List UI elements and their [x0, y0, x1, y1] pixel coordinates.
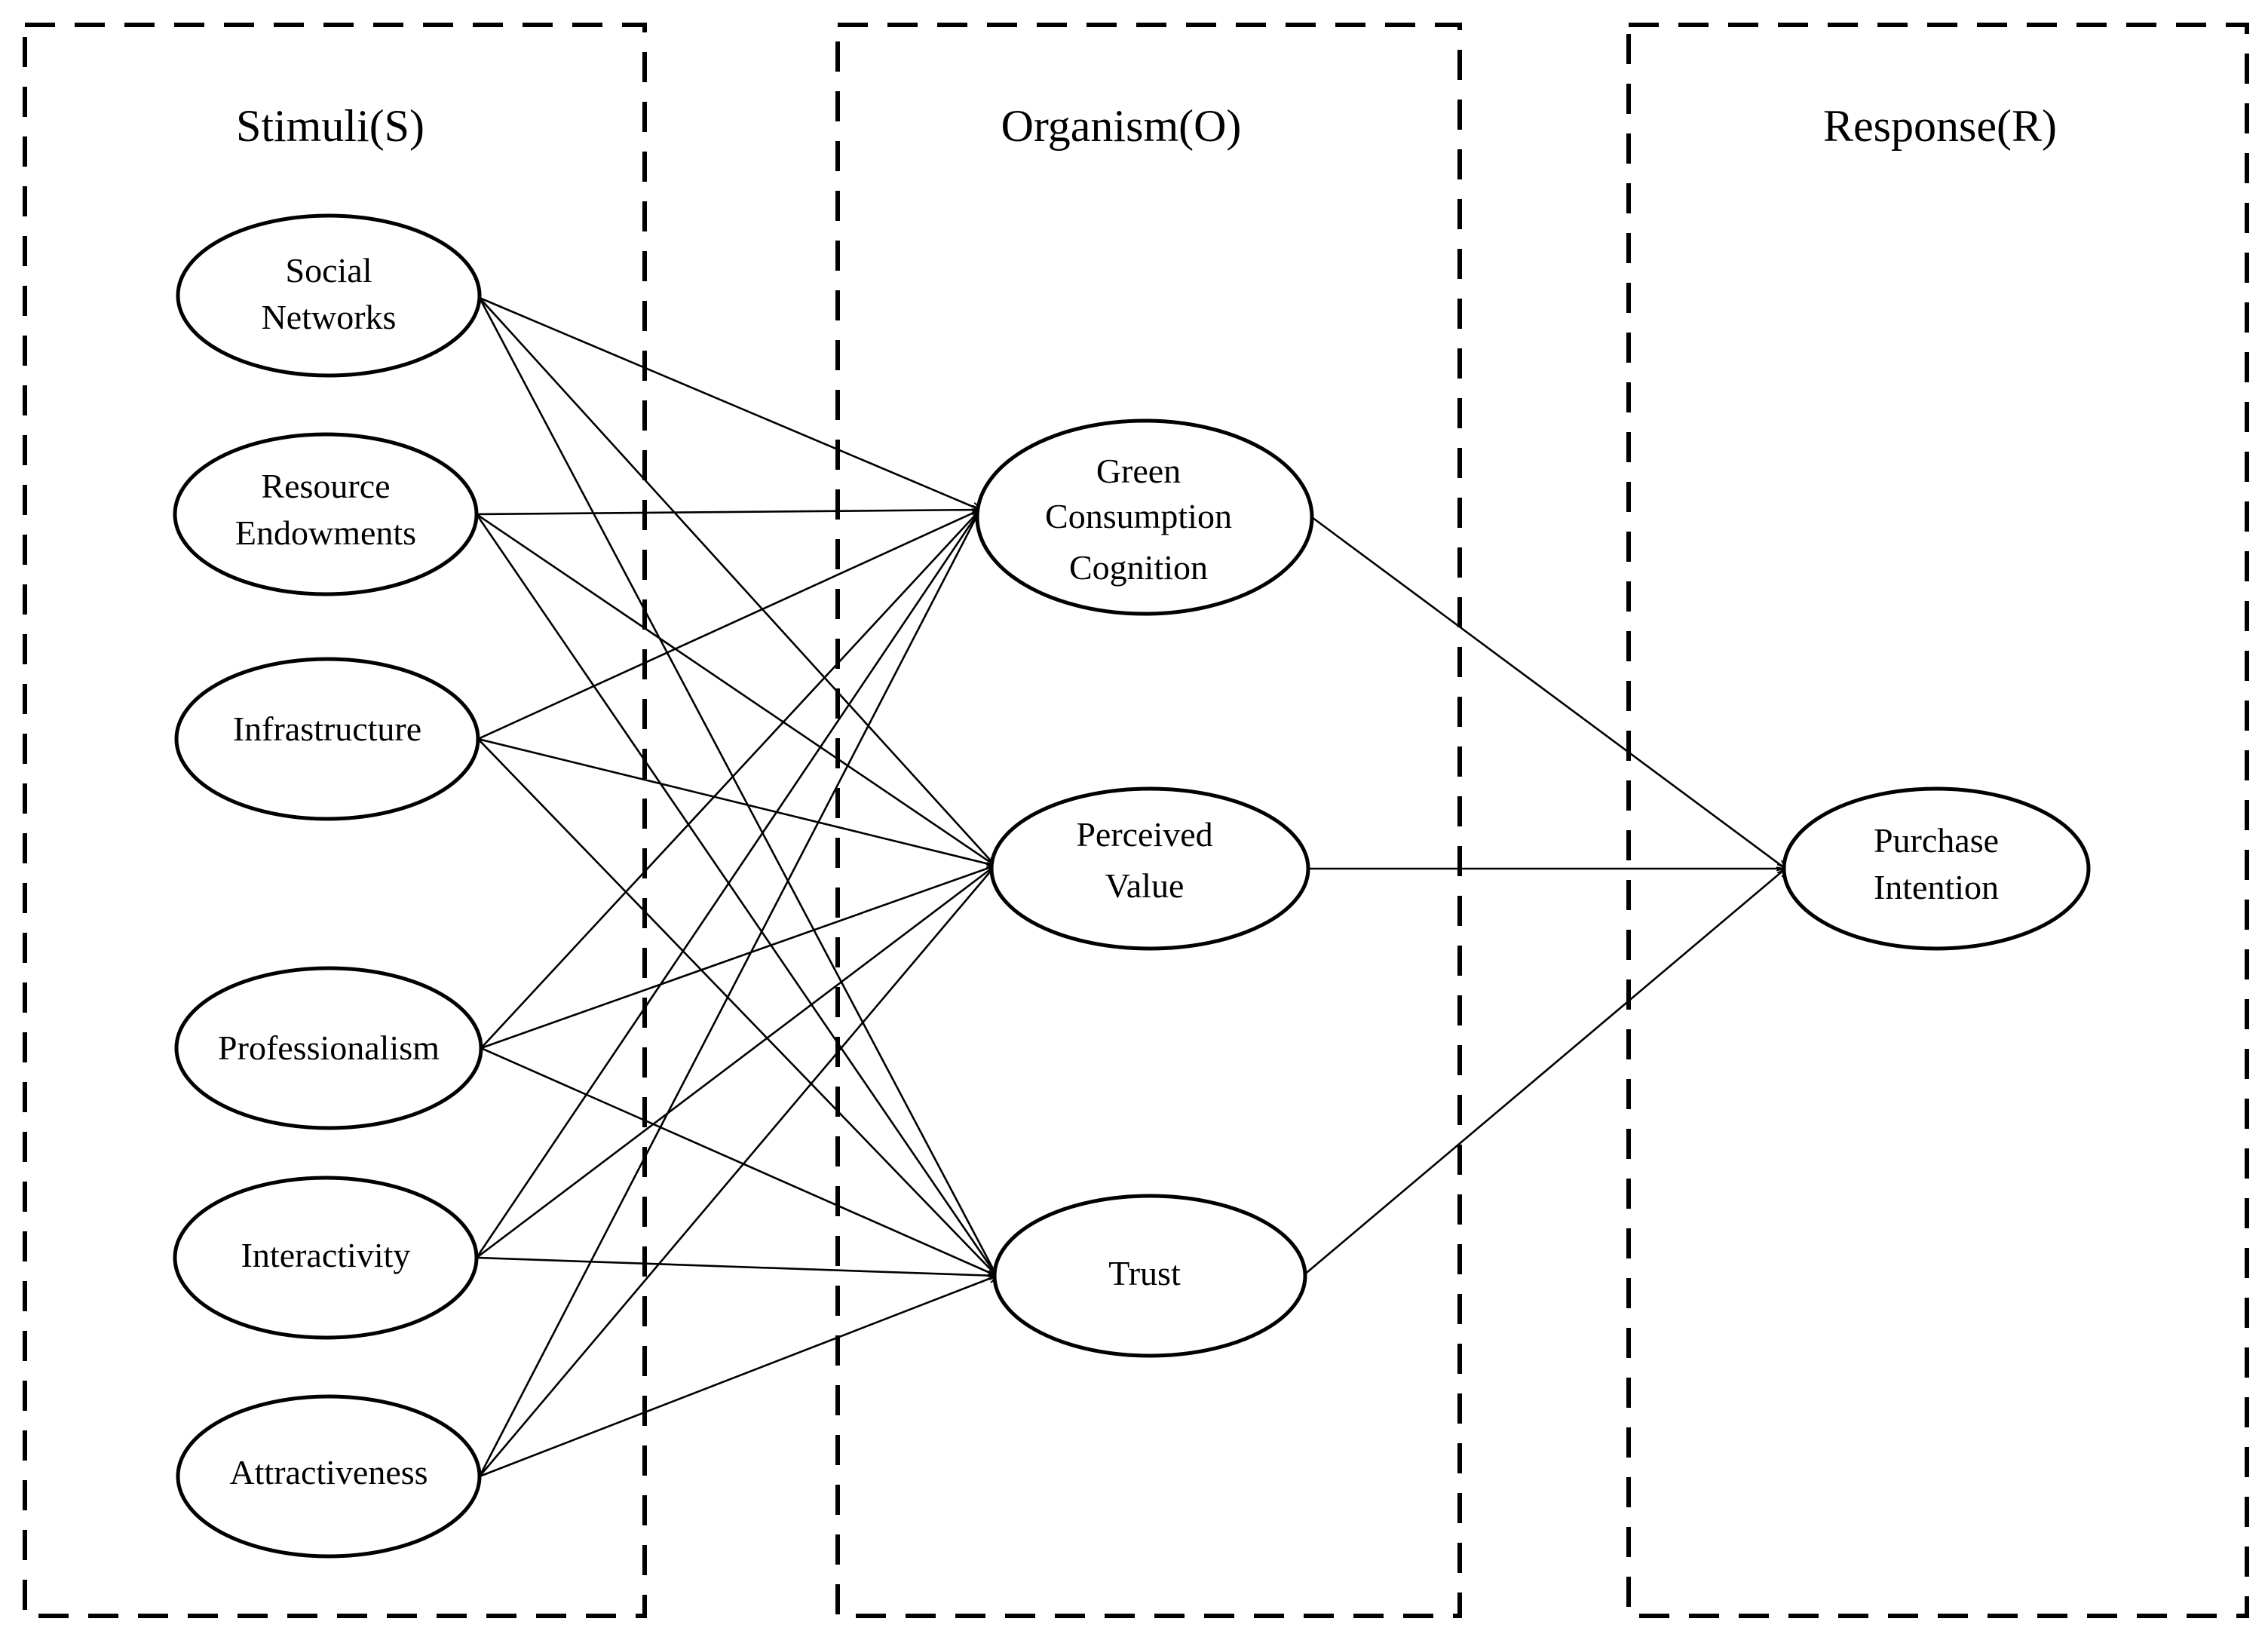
attr-line-1: Attractiveness: [229, 1453, 428, 1491]
trust-line-1: Trust: [1108, 1254, 1181, 1292]
green-line-3: Cognition: [1069, 548, 1208, 587]
node-trust: Trust: [992, 1194, 1307, 1358]
edge-inter-to-value: [476, 866, 995, 1259]
infra-line-1: Infrastructure: [233, 710, 421, 748]
value-line-1: Perceived: [1076, 815, 1212, 854]
edge-social-to-value: [479, 297, 995, 866]
organism-title: Organism(O): [1001, 101, 1242, 151]
edge-prof-to-green: [480, 510, 980, 1049]
organism-panel: [835, 23, 1462, 1618]
node-infrastructure: Infrastructure: [174, 657, 480, 821]
svg-text:Trust: Trust: [1108, 1254, 1181, 1292]
response-title: Response(R): [1823, 101, 2057, 151]
edge-attr-to-value: [479, 866, 995, 1477]
purchase-line-2: Intention: [1874, 868, 1999, 906]
value-line-2: Value: [1105, 866, 1185, 905]
green-line-1: Green: [1096, 452, 1181, 490]
svg-text:Professionalism: Professionalism: [218, 1028, 440, 1067]
edge-infra-to-green: [477, 510, 980, 740]
edge-prof-to-trust: [480, 1047, 997, 1276]
purchase-line-1: Purchase: [1874, 821, 1999, 860]
node-attractiveness: Attractiveness: [176, 1394, 482, 1559]
edge-attr-to-green: [478, 510, 980, 1477]
resource-line-1: Resource: [261, 467, 390, 505]
inter-line-1: Interactivity: [241, 1236, 411, 1274]
svg-text:Attractiveness: Attractiveness: [229, 1453, 428, 1491]
edge-trust-to-purchase: [1302, 869, 1785, 1277]
edge-resource-to-green: [476, 510, 980, 516]
response-panel: [1626, 23, 2249, 1618]
stimuli-panel: [23, 23, 647, 1618]
prof-line-1: Professionalism: [218, 1028, 440, 1067]
edge-inter-to-trust: [476, 1256, 997, 1276]
edge-inter-to-green: [475, 510, 980, 1258]
svg-text:Infrastructure: Infrastructure: [233, 710, 421, 748]
stimuli-title: Stimuli(S): [236, 101, 424, 151]
edge-resource-to-value: [476, 513, 995, 866]
green-line-2: Consumption: [1045, 497, 1232, 535]
edge-infra-to-value: [477, 737, 995, 866]
social-line-2: Networks: [262, 298, 397, 336]
svg-text:Interactivity: Interactivity: [241, 1236, 411, 1274]
node-professionalism: Professionalism: [174, 966, 483, 1130]
social-line-1: Social: [286, 251, 372, 290]
edge-social-to-green: [479, 296, 980, 510]
edge-green-to-purchase: [1311, 516, 1785, 869]
edge-attr-to-trust: [479, 1276, 997, 1478]
edge-resource-to-trust: [475, 513, 997, 1276]
edge-infra-to-trust: [477, 738, 997, 1276]
node-interactivity: Interactivity: [173, 1176, 479, 1340]
edge-prof-to-value: [480, 866, 995, 1050]
edge-social-to-trust: [478, 297, 997, 1276]
resource-line-2: Endowments: [235, 513, 416, 552]
edges-layer: [475, 296, 1785, 1478]
